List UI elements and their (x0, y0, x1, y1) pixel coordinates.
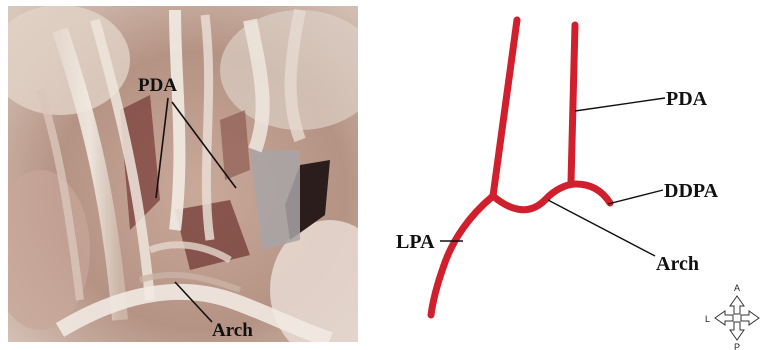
diagram-label-pda: PDA (666, 88, 708, 110)
vessel-schematic (431, 20, 610, 315)
diagram-label-ddpa: DDPA (664, 180, 719, 202)
compass-label-posterior: P (734, 342, 740, 350)
photo-label-pda: PDA (138, 75, 177, 96)
photo-label-arch: Arch (212, 320, 253, 341)
vessel-lpa (431, 196, 493, 315)
compass-label-left: L (705, 314, 710, 324)
diagram-label-lpa: LPA (396, 231, 435, 253)
vessel-arch (493, 184, 610, 210)
vessel-left-branch (493, 20, 517, 196)
pda-pointer (575, 98, 665, 111)
compass-arrows-icon (715, 296, 759, 340)
vessel-pda (571, 25, 575, 182)
diagram-pointer-lines (440, 98, 665, 256)
compass-label-anterior: A (734, 283, 740, 293)
orientation-compass: A P L (705, 283, 759, 350)
dissection-photo (0, 5, 390, 350)
arch-pointer (548, 200, 655, 256)
diagram-label-arch: Arch (656, 253, 699, 275)
ddpa-pointer (608, 190, 663, 204)
